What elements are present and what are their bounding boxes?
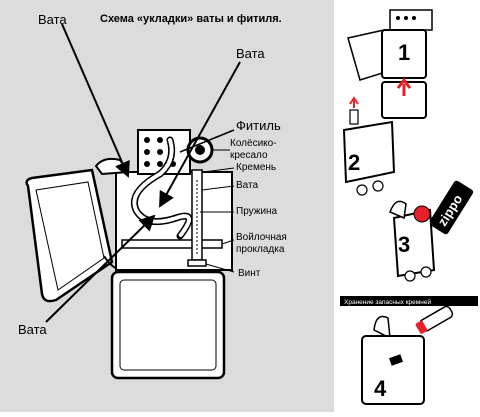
label-felt-line1: Войлочная	[236, 232, 287, 243]
step4-banner	[340, 296, 478, 306]
leader-flint	[203, 167, 235, 173]
lighter-case	[110, 270, 226, 380]
leader-screw	[205, 263, 235, 273]
label-cotton-top-right: Вата	[236, 46, 265, 61]
label-screw: Винт	[238, 268, 261, 279]
steps-panel: 1 2 zippo 3 Хранение запас	[334, 0, 480, 412]
step-1: 1	[347, 9, 433, 119]
label-spring: Пружина	[236, 206, 278, 217]
step2-screw	[349, 109, 359, 125]
leader-cotton-right	[201, 185, 235, 191]
label-cotton-top-left: Вата	[38, 12, 67, 27]
leader-wick	[179, 129, 235, 153]
screw	[187, 259, 207, 267]
label-wick: Фитиль	[236, 118, 281, 133]
flint-tube	[191, 169, 203, 261]
label-flint: Кремень	[236, 162, 276, 173]
step4-number: 4	[374, 376, 387, 401]
step2-insert	[342, 120, 396, 184]
step3-red-cap	[413, 205, 431, 223]
leader-cotton-top-right	[159, 61, 241, 208]
wick-cotton-diagram: Схема «укладки» ваты и фитиля.	[0, 0, 334, 412]
leader-felt	[221, 239, 235, 245]
step-4: Хранение запасных кремней 4	[340, 296, 478, 405]
step4-flint-tube	[415, 305, 454, 334]
step3-number: 3	[398, 232, 410, 257]
label-felt-line2: прокладка	[236, 244, 285, 255]
leader-cotton-top-left	[61, 23, 130, 178]
step-2: 2	[342, 96, 396, 196]
step2-number: 2	[348, 150, 360, 175]
label-cotton-right: Вата	[236, 180, 258, 191]
steps-illustration: 1 2 zippo 3 Хранение запас	[340, 9, 478, 405]
label-wheel-line2: кресало	[230, 150, 268, 161]
step-3: zippo 3	[389, 180, 474, 282]
step2-up-arrow	[349, 96, 359, 108]
label-cotton-bottom-left: Вата	[18, 322, 47, 337]
diagram-title: Схема «укладки» ваты и фитиля.	[100, 13, 282, 25]
zippo-flint-pack: zippo	[429, 180, 474, 235]
step4-insert	[361, 335, 425, 405]
step1-number: 1	[398, 40, 410, 65]
step1-chimney	[389, 9, 433, 31]
felt-pad	[121, 239, 223, 249]
leader-cotton-bottom-left	[45, 214, 156, 323]
label-wheel-line1: Колёсико-	[230, 138, 277, 149]
step4-banner-text: Хранение запасных кремней	[344, 298, 431, 306]
lighter-lid-open	[25, 168, 114, 303]
lighter-cross-section: Схема «укладки» ваты и фитиля.	[18, 12, 287, 380]
step1-up-arrow	[396, 77, 412, 96]
